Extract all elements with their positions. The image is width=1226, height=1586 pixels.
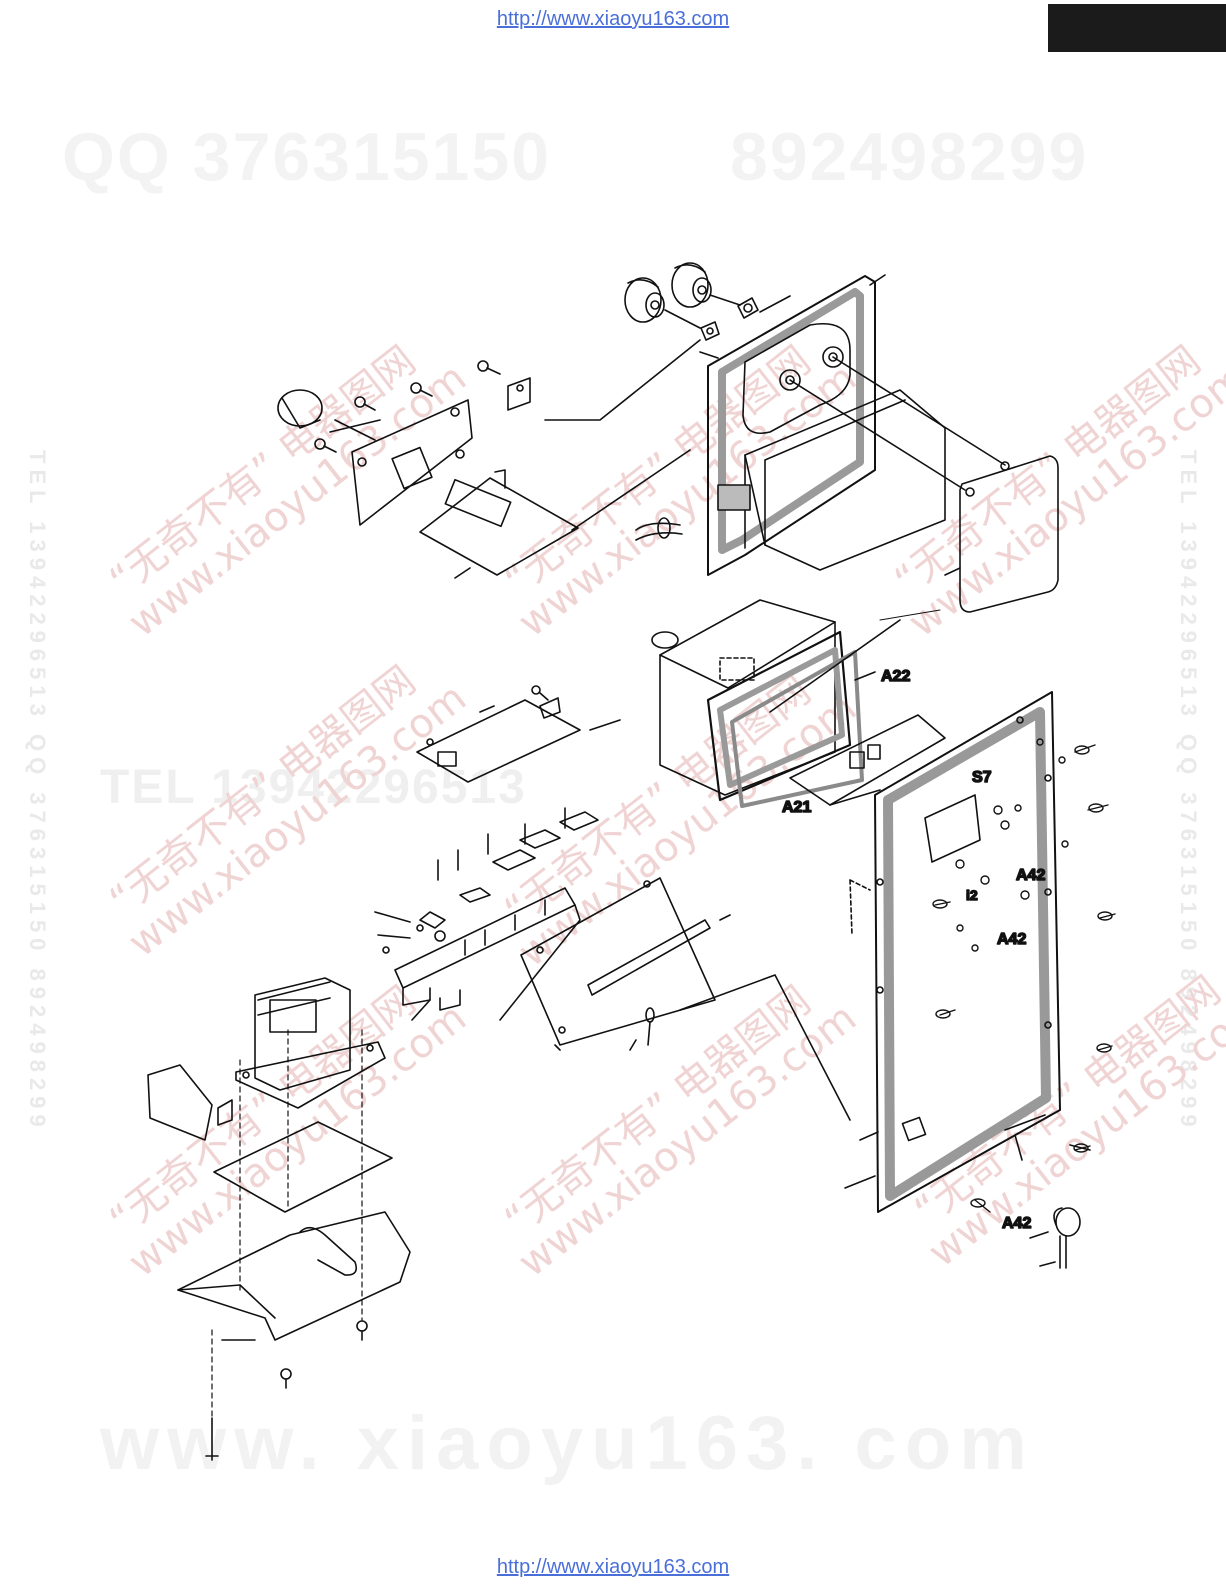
label-a42-lower: A42 (1002, 1215, 1031, 1232)
watermark-side-left: TEL 13942296513 QQ 376315150 892498299 (25, 450, 50, 1133)
label-a22: A22 (881, 668, 910, 685)
source-url-bottom[interactable]: http://www.xiaoyu163.com (496, 1556, 730, 1578)
switch-bracket-assembly (277, 339, 701, 579)
heatsink-assembly (374, 807, 599, 1021)
main-pcb (499, 877, 851, 1121)
watermark-qq-2: 892498299 (730, 119, 1089, 195)
watermark-qq: QQ 376315150 (62, 119, 552, 195)
page-corner-tab (1048, 4, 1226, 52)
small-pcb (416, 685, 621, 783)
source-url-top[interactable]: http://www.xiaoyu163.com (496, 8, 730, 30)
label-s7: S7 (972, 769, 992, 786)
rear-panel-assembly (624, 262, 1059, 613)
back-panel (769, 609, 1116, 1269)
label-a42-upper: A42 (1016, 867, 1045, 884)
label-a21: A21 (782, 799, 811, 816)
watermark-tel: TEL 13942296513 (100, 761, 527, 814)
label-i2: i2 (966, 887, 978, 903)
label-a42-middle: A42 (997, 931, 1026, 948)
transformer-assembly (147, 977, 411, 1461)
watermark-side-right: TEL 13942296513 QQ 376315150 892498299 (1176, 450, 1201, 1133)
amplifier-enclosure (651, 599, 946, 808)
watermark-www: www. xiaoyu163. com (100, 1401, 1035, 1486)
